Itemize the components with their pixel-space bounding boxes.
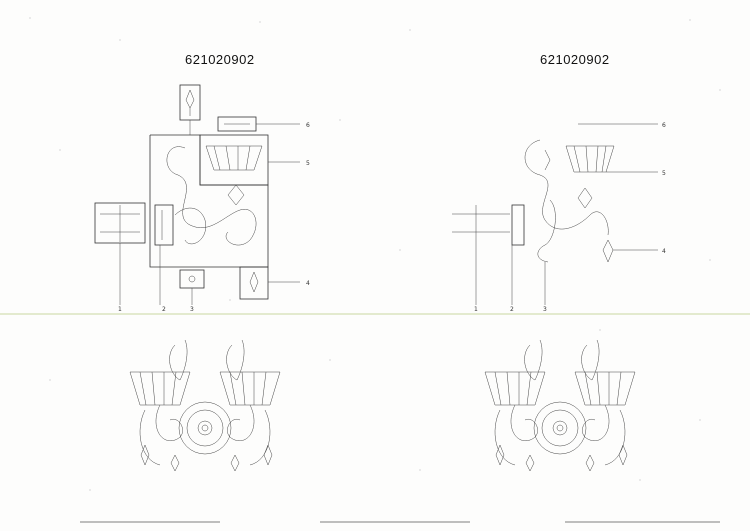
- part-5-box: [199, 134, 269, 186]
- left-callout-3: 3: [190, 306, 194, 313]
- left-callout-2: 2: [162, 306, 166, 313]
- right-callout-1: 1: [474, 306, 478, 313]
- left-exploded-view: 1 2 3 4 5 6: [94, 84, 310, 313]
- glass-shade-right: [565, 145, 615, 173]
- left-product-code: 621020902: [185, 52, 255, 67]
- right-callout-6: 6: [662, 122, 666, 129]
- part-3-box: [179, 269, 205, 289]
- backplate-left: [154, 204, 174, 246]
- part-4-box: [239, 266, 269, 300]
- right-callout-2: 2: [510, 306, 514, 313]
- left-callout-5: 5: [306, 160, 310, 167]
- front-view-right: [484, 339, 636, 472]
- right-product-code: 621020902: [540, 52, 610, 67]
- backplate-right: [511, 204, 525, 246]
- right-callout-4: 4: [662, 248, 666, 255]
- left-callout-1: 1: [118, 306, 122, 313]
- right-side-view: 1 2 3 4 5 6: [452, 122, 666, 313]
- front-view-left: [129, 339, 281, 472]
- scroll-arm-right: [524, 139, 609, 236]
- scroll-arm-left: [166, 146, 257, 246]
- scan-noise: [29, 17, 721, 491]
- left-callout-4: 4: [306, 280, 310, 287]
- left-callout-6: 6: [306, 122, 310, 129]
- right-callout-5: 5: [662, 170, 666, 177]
- glass-shade-left: [205, 145, 263, 171]
- right-callout-3: 3: [543, 306, 547, 313]
